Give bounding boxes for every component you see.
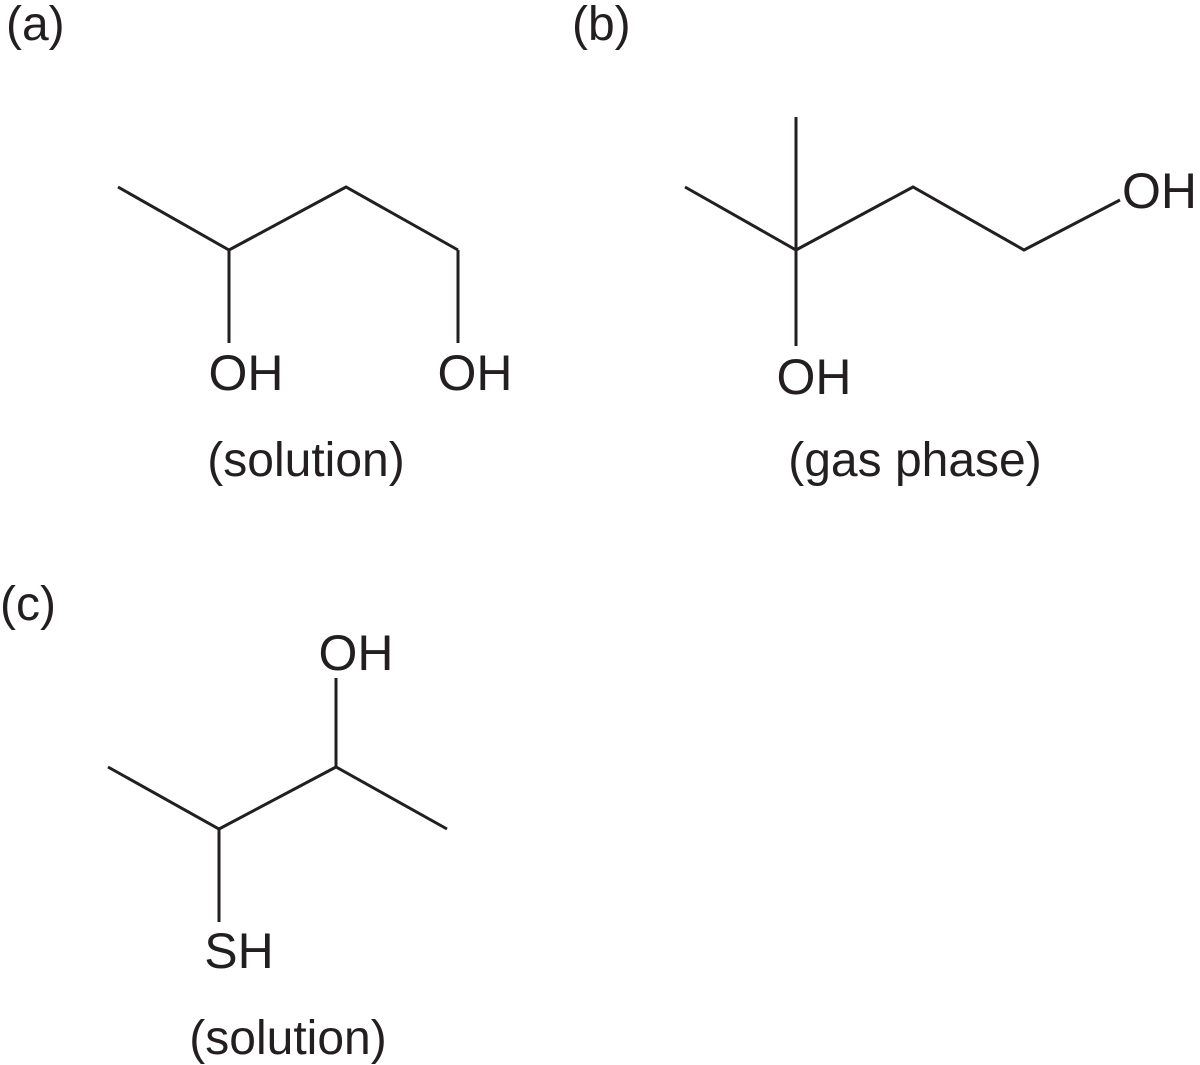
panel-c: (c) OH SH (solution) [0,578,448,1065]
panel-c-carbon-chain [107,765,448,831]
panel-a-label: (a) [6,0,65,51]
panel-a-skeleton [117,185,460,343]
panel-b-label: (b) [572,0,631,51]
panel-b-hydroxyl-1: OH [777,349,852,405]
panel-b: (b) OH OH (gas phase) [572,0,1197,487]
panel-b-hydroxyl-2: OH [1122,163,1197,219]
panel-c-thiol: SH [204,923,273,979]
panel-a-carbon-chain [117,185,459,252]
panel-b-carbon-chain [684,185,1121,252]
panel-c-hydroxyl: OH [319,625,394,681]
panel-a-caption: (solution) [207,434,404,487]
panel-c-label: (c) [0,578,56,631]
panel-a-hydroxyl-1: OH [209,345,284,401]
panel-a: (a) OH OH (solution) [6,0,513,487]
panel-b-caption: (gas phase) [788,434,1041,487]
panel-a-hydroxyl-2: OH [438,345,513,401]
panel-c-skeleton [107,678,448,922]
panel-b-skeleton [684,117,1121,346]
panel-c-caption: (solution) [189,1012,386,1065]
